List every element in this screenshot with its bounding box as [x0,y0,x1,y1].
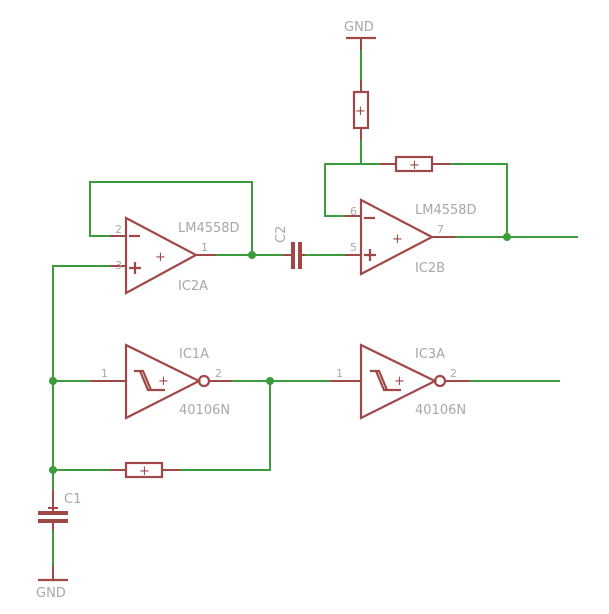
wire-ic2b-feedback [324,163,508,237]
resistor-mark: + [139,464,150,479]
opamp-ic2b: + 6 5 7 LM4558D IC2B [345,198,477,276]
resistor-mark: + [355,104,366,119]
ic2a-pin-noninv: 3 [115,259,122,272]
junction-ic2b-out [503,233,511,241]
ic2a-value: LM4558D [178,221,240,236]
junction-ic2a-out [248,251,256,259]
ic1a-pin-in: 1 [101,367,108,380]
junctions [49,233,511,474]
ic2b-center-mark: + [392,232,403,247]
ic1a-value: 40106N [179,403,230,418]
wire-ic2a-feedback [89,181,253,255]
ic2b-value: LM4558D [415,203,477,218]
gnd-symbol-bottom: GND [36,566,68,601]
junction-ic1a-in [49,377,57,385]
gnd-symbol-top: GND [344,20,376,50]
capacitor-c1: C1 [38,490,81,530]
ic2b-pin-noninv: 5 [350,241,357,254]
c1-label: C1 [64,492,81,507]
gnd-bottom-label: GND [36,586,66,601]
ic2a-pin-inv: 2 [115,223,122,236]
opamp-ic2a: + 2 3 1 LM4558D IC2A [110,216,240,295]
ic1a-name: IC1A [179,347,209,362]
ic3a-name: IC3A [415,347,445,362]
gnd-top-label: GND [344,20,374,35]
wire-gnd-top [360,38,380,165]
ic2b-pin-inv: 6 [350,205,357,218]
resistor-vertical-top: + [352,80,370,140]
resistor-ic1a-feedback: + [110,461,180,479]
ic2b-pin-out: 7 [437,223,444,236]
resistor-mark: + [409,158,420,173]
ic2a-name: IC2A [178,279,208,294]
ic1a-pin-out: 2 [215,367,222,380]
junction-ic1a-out [266,377,274,385]
wires [52,38,578,578]
c2-label: C2 [274,226,289,243]
resistor-ic2b-feedback: + [380,155,450,173]
capacitor-c2: C2 [274,226,305,269]
ic3a-pin-out: 2 [450,367,457,380]
ic2a-pin-out: 1 [201,241,208,254]
schmitt-inverter-ic3a: + 1 2 IC3A 40106N [330,343,470,420]
wire-left-bus [52,265,110,512]
ic1a-mark: + [158,374,169,389]
junction-c1-top [49,466,57,474]
ic3a-pin-in: 1 [336,367,343,380]
ic3a-mark: + [394,374,405,389]
schmitt-inverter-ic1a: + 1 2 IC1A 40106N [90,343,232,420]
ic2b-name: IC2B [415,261,445,276]
ic2a-center-mark: + [155,250,166,265]
wire-ic1a-feedback [53,381,271,471]
ic3a-value: 40106N [415,403,466,418]
